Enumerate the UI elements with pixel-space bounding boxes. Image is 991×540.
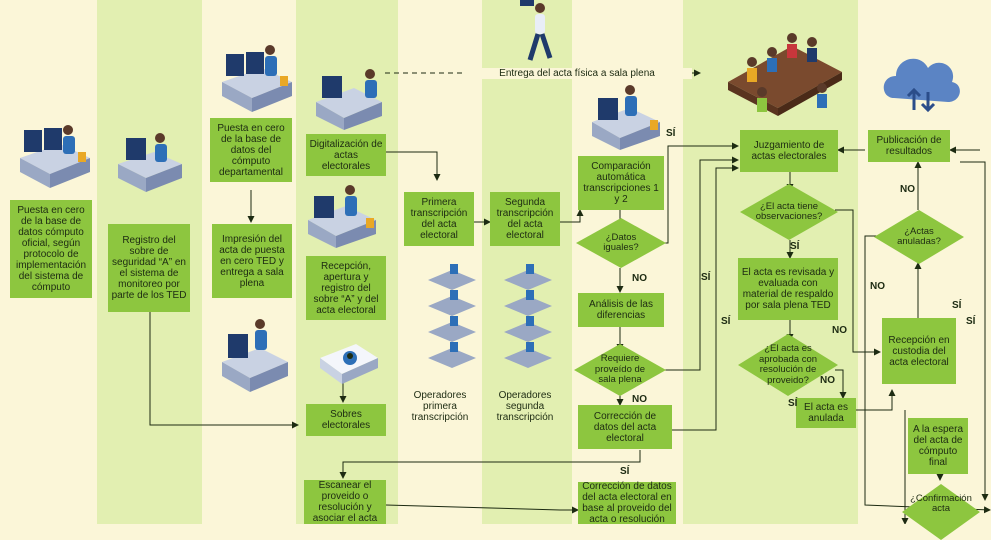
node-second-transcription: Segunda transcripción del acta electoral — [490, 192, 560, 246]
label-no-6: NO — [870, 281, 885, 292]
label-delivery: Entrega del acta física a sala plena — [462, 68, 692, 79]
node-correction: Corrección de datos del acta electoral — [578, 405, 672, 449]
label-no-5: NO — [900, 184, 915, 195]
label-si-8: SÍ — [620, 466, 630, 477]
decision-requires-proveido-text: Requiere proveído de sala plena — [594, 353, 646, 386]
decision-data-equal-text: ¿Datos iguales? — [603, 231, 639, 253]
node-judgement: Juzgamiento de actas electorales — [740, 130, 838, 172]
label-si-2: SÍ — [701, 272, 711, 283]
node-compare: Comparación automática transcripciones 1… — [578, 156, 664, 210]
node-publish: Publicación de resultados — [868, 130, 950, 162]
band-col6 — [482, 0, 572, 524]
label-si-5: SÍ — [788, 398, 798, 409]
node-digitalization: Digitalización de actas electorales — [306, 134, 386, 176]
node-first-transcription: Primera transcripción del acta electoral — [404, 192, 474, 246]
label-no-3: NO — [832, 325, 847, 336]
computer-operator-icon — [316, 69, 382, 130]
operator-stack-icon — [504, 264, 552, 368]
computer-operator-icon — [308, 185, 376, 248]
computer-operator-icon — [592, 85, 660, 150]
node-wait-final: A la espera del acta de cómputo final — [908, 418, 968, 474]
label-no-4: NO — [820, 375, 835, 386]
label-second-operators: Operadores segunda transcripción — [496, 390, 554, 423]
node-scan: Escanear el proveido o resolución y asoc… — [304, 480, 386, 524]
operator-stack-icon — [428, 264, 476, 368]
decision-requires-proveido: Requiere proveído de sala plena — [574, 344, 666, 396]
decision-confirmation: ¿Confirmación acta — [902, 484, 980, 540]
computer-operator-icon — [118, 133, 182, 192]
node-envelopes: Sobres electorales — [306, 404, 386, 436]
node-custody: Recepción en custodia del acta electoral — [882, 318, 956, 384]
label-no-2: NO — [632, 394, 647, 405]
decision-annulled-acts: ¿Actas anuladas? — [874, 210, 964, 264]
decision-has-observations: ¿El acta tiene observaciones? — [740, 184, 838, 240]
computer-operator-icon — [20, 125, 90, 188]
label-si-3: SÍ — [721, 316, 731, 327]
decision-approved: ¿El acta es aprobada con resolución de p… — [738, 334, 838, 396]
decision-data-equal: ¿Datos iguales? — [576, 218, 666, 268]
walking-person-icon — [520, 0, 553, 61]
label-first-operators: Operadores primera transcripción — [411, 390, 469, 423]
computer-operator-icon — [222, 45, 292, 112]
node-review: El acta es revisada y evaluada con mater… — [738, 258, 838, 320]
envelope-icon — [320, 344, 378, 384]
label-no-1: NO — [632, 273, 647, 284]
label-si-4: SÍ — [790, 241, 800, 252]
label-si-6: SÍ — [952, 300, 962, 311]
node-annulled: El acta es anulada — [796, 398, 856, 428]
node-print-reset: Impresión del acta de puesta en cero TED… — [212, 224, 292, 298]
node-reset-departmental: Puesta en cero de la base de datos del c… — [210, 118, 292, 182]
label-si-7: SÍ — [966, 316, 976, 327]
decision-annulled-acts-text: ¿Actas anuladas? — [897, 225, 941, 247]
node-reset-official: Puesta en cero de la base de datos cómpu… — [10, 200, 92, 298]
node-correction-proveido: Corrección de datos del acta electoral e… — [578, 481, 676, 525]
decision-confirmation-text: ¿Confirmación acta — [910, 492, 972, 514]
meeting-table-icon — [728, 33, 842, 116]
node-analysis: Análisis de las diferencias — [578, 293, 664, 327]
decision-approved-text: ¿El acta es aprobada con resolución de p… — [758, 343, 818, 386]
node-register-envelope: Registro del sobre de seguridad “A” en e… — [108, 224, 190, 312]
label-si-1: SÍ — [666, 128, 676, 139]
node-reception: Recepción, apertura y registro del sobre… — [306, 256, 386, 320]
cloud-icon — [883, 58, 960, 113]
decision-has-observations-text: ¿El acta tiene observaciones? — [755, 200, 823, 222]
computer-operator-icon — [222, 319, 288, 392]
